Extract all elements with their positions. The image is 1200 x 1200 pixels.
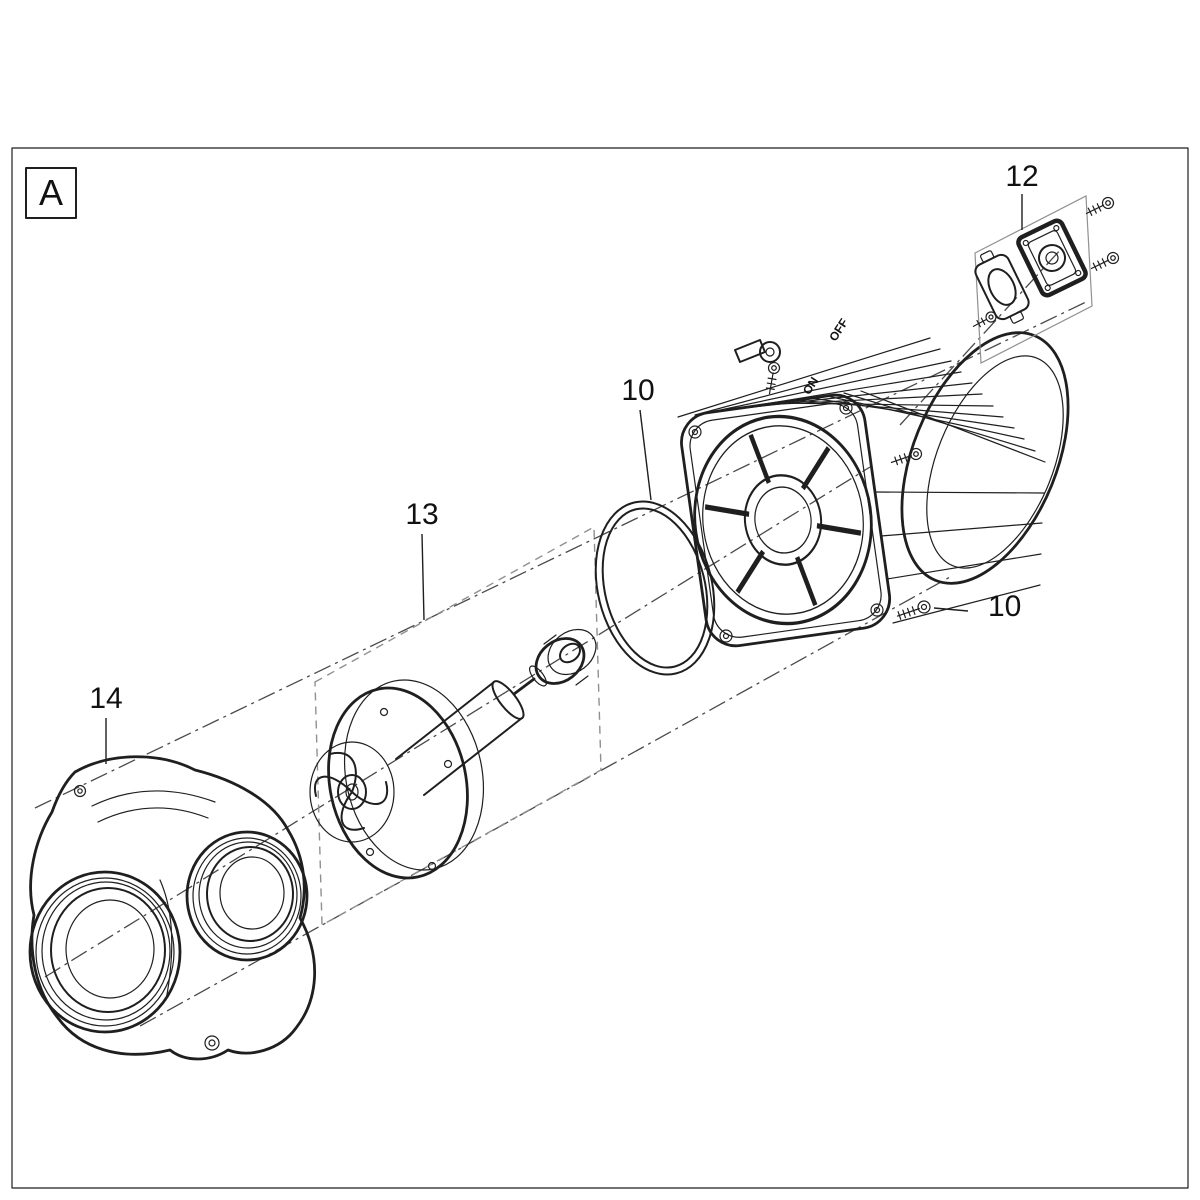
housing-screw-top (890, 447, 923, 466)
rotor-nut (534, 628, 597, 686)
leader-line-10-screw (933, 607, 969, 612)
connector-assembly-drawing (972, 195, 1120, 364)
rotor-boundary-box (314, 525, 602, 927)
rotor-assembly-drawing (309, 628, 597, 880)
leader-lines (105, 194, 1023, 764)
grille-spokes (704, 433, 862, 607)
housing-ridge-line (97, 807, 209, 823)
center-lines (34, 247, 1087, 1027)
housing-ridge-line (91, 790, 216, 807)
connector-socket (1016, 218, 1088, 298)
front-grille (693, 414, 873, 626)
part-label-housing: 14 (89, 682, 122, 715)
connector-screw (972, 311, 997, 328)
part-label-screw: 10 (988, 590, 1021, 623)
part-label-connector: 12 (1005, 160, 1038, 193)
switch-off-marking: OFF (826, 316, 851, 344)
discharge-port (28, 870, 182, 1034)
power-switch: OFF ON (734, 316, 851, 397)
view-label-box: A (25, 167, 77, 219)
impeller (309, 741, 395, 843)
center-line-axis (44, 466, 871, 978)
connector-screw (1085, 196, 1115, 216)
leader-line-10-oring (639, 409, 652, 501)
outer-frame (11, 147, 1189, 1189)
motor-housing-drawing: OFF ON (677, 316, 1070, 648)
connector-boundary-panel (974, 195, 1093, 364)
o-ring-drawing (594, 500, 716, 676)
center-line-upper (34, 301, 1087, 809)
rotor-shaft (395, 665, 547, 796)
part-label-oring: 10 (621, 374, 654, 407)
connector-gasket (974, 250, 1030, 324)
front-plate (680, 393, 892, 648)
pump-housing-drawing (28, 755, 316, 1061)
connector-screw (1090, 251, 1120, 271)
housing-ribs (677, 337, 1046, 624)
part-label-rotor: 13 (405, 498, 438, 531)
housing-screw-part-10 (896, 600, 931, 620)
suction-port (185, 830, 309, 962)
pump-housing-outline (29, 755, 316, 1061)
view-label: A (39, 172, 63, 213)
leader-line-13 (421, 533, 425, 621)
switch-screw (765, 361, 781, 395)
mounting-hole (73, 784, 220, 1051)
part-labels: 12 10 13 10 14 (89, 160, 1038, 715)
rotor-flange (327, 679, 485, 880)
